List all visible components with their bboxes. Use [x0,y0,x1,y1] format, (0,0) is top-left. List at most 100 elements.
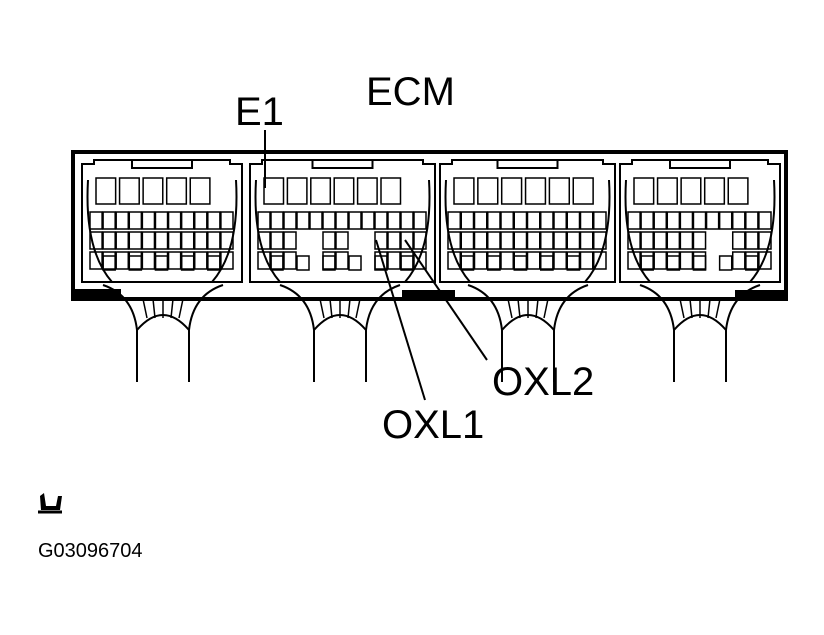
terminal-pin [167,211,182,230]
terminal-pin [413,211,427,230]
connector-block [81,159,243,283]
terminal-label-e1: E1 [235,90,284,134]
wire-strand [679,298,685,319]
terminal-pin [115,231,130,250]
terminal-pin [167,251,182,270]
terminal-pin [296,211,310,230]
wire-strand [319,298,325,319]
terminal-pin [193,211,208,230]
terminal-pin [95,177,117,205]
connector-outline [619,159,781,283]
terminal-pin [540,211,554,230]
terminal-pin [335,231,349,250]
terminal-pin [322,255,336,271]
terminal-pin [679,251,694,270]
terminal-pin [89,211,103,230]
terminal-pin [513,255,528,271]
terminal-pin [572,177,594,205]
terminal-pin [640,255,654,271]
terminal-pin [310,177,332,205]
connector-latch [311,159,374,169]
terminal-pin [413,231,427,250]
terminal-pin [118,177,140,205]
terminal-pin [548,177,571,205]
terminal-pin [758,231,772,250]
terminal-pin [718,211,733,230]
terminal-pin [460,211,475,230]
wire-strand [347,298,351,319]
terminal-pin [500,211,514,230]
terminal-pin [180,255,195,271]
terminal-pin [627,211,641,230]
terminal-pin [154,211,169,230]
terminal-pin [322,231,336,250]
terminal-pin [680,177,702,205]
wire-strand [329,298,333,319]
terminal-pin [666,231,681,250]
wire-strand [517,298,521,319]
terminal-pin [207,231,221,250]
terminal-pin [692,231,707,250]
wire-strand [142,298,148,319]
terminal-pin [500,251,514,270]
terminal-pin [102,231,116,250]
wire-harness [102,284,224,382]
terminal-pin [593,211,607,230]
terminal-pin [309,211,323,230]
terminal-pin [296,255,310,271]
housing-foot [402,290,455,299]
connector-outline [249,159,436,283]
retainer-curve [749,179,776,283]
terminal-pin [283,211,297,230]
terminal-pin [220,211,234,230]
wire-harness [639,284,761,382]
terminal-pin [526,211,541,230]
terminal-pin [89,231,103,250]
terminal-pin [540,231,554,250]
terminal-pin [477,177,499,205]
terminal-pin [653,231,668,250]
retainer-curve [86,179,113,283]
terminal-pin [593,251,607,270]
terminal-pin [566,255,581,271]
terminal-pin [731,251,746,270]
terminal-pin [566,211,581,230]
retainer-curve [584,179,611,283]
terminal-label-oxl2: OXL2 [492,360,595,404]
housing-foot [73,289,121,300]
wire-strand [178,298,184,319]
terminal-pin [193,231,208,250]
terminal-pin [333,177,355,205]
terminal-pin [141,251,156,270]
terminal-pin [387,251,401,270]
terminal-pin [627,251,641,270]
terminal-pin [180,231,195,250]
terminal-pin [220,231,234,250]
terminal-pin [513,211,528,230]
terminal-pin [718,255,733,271]
terminal-pin [727,177,749,205]
wire-strand [355,298,361,319]
terminal-pin [115,251,130,270]
terminal-pin [189,177,211,205]
terminal-pin [745,211,759,230]
connector-block [619,159,781,283]
terminal-pin [207,211,221,230]
terminal-pin [374,231,388,250]
terminal-pin [500,177,523,205]
terminal-pin [167,231,182,250]
wire-strand [152,298,156,319]
terminal-pin [447,231,461,250]
terminal-pin [257,231,271,250]
terminal-pin [653,251,668,270]
terminal-pin [102,255,116,271]
terminal-pin [745,255,759,271]
terminal-pin [653,211,668,230]
terminal-pin [579,211,594,230]
terminal-pin [540,255,554,271]
seat-symbol-icon [38,493,62,514]
connector-outline [81,159,243,283]
terminal-pin [387,211,401,230]
terminal-pin [128,211,143,230]
ecm-title: ECM [366,70,455,114]
